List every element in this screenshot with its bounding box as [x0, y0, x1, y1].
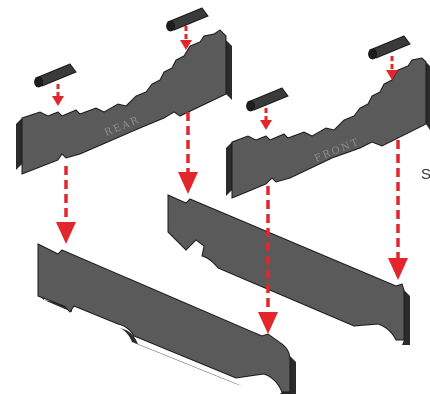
rear-base-bar	[37, 243, 296, 394]
front-base-bar	[167, 194, 410, 345]
red-dashed-arrow	[388, 140, 408, 280]
edge-text: S	[421, 166, 430, 183]
red-dashed-arrow	[52, 84, 64, 106]
peg	[166, 7, 209, 32]
red-dashed-arrow	[258, 186, 278, 334]
red-dashed-arrow	[56, 166, 76, 244]
red-dashed-arrow	[386, 56, 398, 80]
red-dashed-arrow	[180, 26, 192, 50]
red-dashed-arrow	[260, 108, 272, 130]
red-dashed-arrow	[178, 112, 198, 194]
peg	[34, 63, 77, 88]
peg	[368, 35, 411, 60]
peg	[246, 87, 289, 112]
rear-upright-panel: REAR	[16, 29, 232, 175]
